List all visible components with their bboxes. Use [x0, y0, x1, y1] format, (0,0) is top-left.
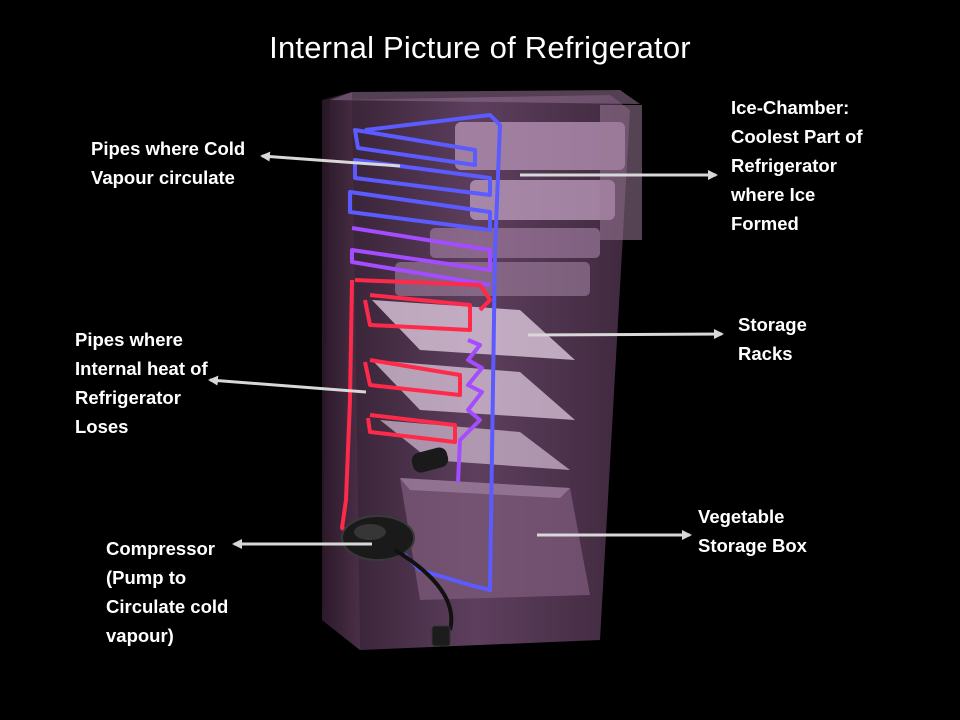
cold-pipe-coil-2	[353, 158, 492, 197]
ice-chamber	[430, 105, 642, 258]
label-line: Vapour circulate	[91, 167, 235, 188]
arrow-storage-racks	[527, 329, 724, 340]
arrow-cold-pipes	[260, 151, 401, 168]
label-vegetable-box: Vegetable Storage Box	[698, 502, 807, 560]
purple-pipe-zigzag	[456, 338, 484, 483]
purple-pipe-coil	[350, 226, 492, 287]
label-line: Compressor	[106, 538, 215, 559]
compressor-highlight	[354, 524, 386, 540]
label-line: vapour)	[106, 625, 174, 646]
label-line: Internal heat of	[75, 358, 208, 379]
vegetable-box-lid	[400, 478, 570, 498]
label-line: Circulate cold	[106, 596, 229, 617]
arrow-heat-pipes	[208, 375, 367, 394]
label-line: Refrigerator	[731, 155, 837, 176]
heat-pipe-coil-2	[363, 358, 462, 397]
label-line: Formed	[731, 213, 799, 234]
heat-pipe-coil-1	[363, 293, 472, 332]
cabinet-side-panel	[322, 92, 360, 650]
label-line: Pipes where	[75, 329, 183, 350]
cabinet-top	[330, 90, 640, 104]
compressor-unit	[341, 447, 454, 647]
label-storage-racks: Storage Racks	[738, 310, 807, 368]
heat-pipe-coil-3	[366, 413, 457, 444]
diagram-title: Internal Picture of Refrigerator	[269, 30, 691, 65]
label-heat-pipes: Pipes where Internal heat of Refrigerato…	[75, 325, 208, 441]
freezer-door	[600, 105, 642, 240]
cold-pipe-coil-1	[353, 128, 477, 167]
cold-pipe-riser	[364, 113, 502, 592]
label-line: Loses	[75, 416, 129, 437]
label-line: Refrigerator	[75, 387, 181, 408]
storage-rack-1	[372, 300, 575, 360]
label-line: Pipes where Cold	[91, 138, 246, 159]
label-line: Ice-Chamber:	[731, 97, 850, 118]
power-plug	[431, 625, 451, 647]
mid-shelf	[395, 262, 590, 296]
cold-pipe-coil-3	[348, 190, 492, 232]
filter-drier	[411, 447, 449, 473]
storage-racks	[372, 262, 590, 470]
label-line: Storage	[738, 314, 807, 335]
label-line: Racks	[738, 343, 793, 364]
freezer-shelf	[430, 228, 600, 258]
annotation-arrows	[208, 151, 724, 549]
vegetable-storage-box	[400, 478, 590, 600]
label-line: Coolest Part of	[731, 126, 863, 147]
ice-tray-top	[455, 122, 625, 170]
label-cold-pipes: Pipes where Cold Vapour circulate	[91, 134, 245, 192]
label-line: where Ice	[731, 184, 816, 205]
label-line: Storage Box	[698, 535, 807, 556]
label-line: (Pump to	[106, 567, 187, 588]
storage-rack-2	[372, 360, 575, 420]
power-cord	[393, 548, 454, 631]
transition-pipes	[350, 226, 492, 483]
label-line: Vegetable	[698, 506, 785, 527]
vegetable-box-body	[400, 478, 590, 600]
label-compressor: Compressor (Pump to Circulate cold vapou…	[106, 534, 228, 650]
ice-tray-bottom	[470, 180, 615, 220]
label-ice-chamber: Ice-Chamber: Coolest Part of Refrigerato…	[731, 93, 863, 238]
